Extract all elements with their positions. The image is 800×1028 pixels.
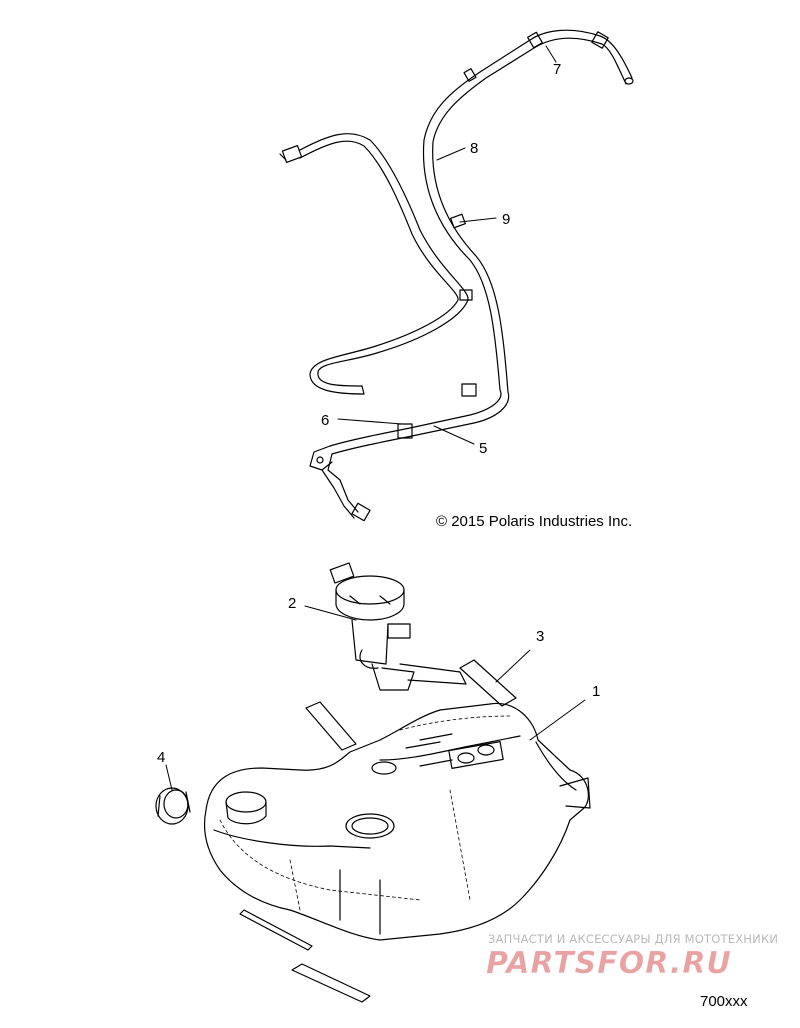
hose-fitting [309, 445, 371, 522]
callout-1: 1 [592, 683, 600, 700]
callout-labels: 7 8 9 6 5 2 3 1 4 [157, 61, 600, 766]
watermark-tagline: ЗАПЧАСТИ И АКСЕССУАРЫ ДЛЯ МОТОТЕХНИКИ [488, 932, 779, 946]
leader-lines [165, 45, 586, 791]
callout-3: 3 [536, 628, 544, 645]
watermark-logo: PARTSFOR.RU [486, 946, 732, 982]
callout-5: 5 [479, 440, 487, 457]
callout-7: 7 [553, 61, 561, 78]
fuel-pump-assembly [329, 562, 467, 691]
callout-4: 4 [157, 749, 165, 766]
copyright-text: © 2015 Polaris Industries Inc. [436, 513, 633, 530]
callout-9: 9 [502, 211, 510, 228]
fuel-tank [203, 702, 591, 941]
hose-clips [397, 31, 609, 439]
fuel-hose [279, 133, 469, 395]
diagram-code: 700xxx [700, 993, 748, 1010]
tank-hidden-lines [219, 715, 511, 911]
vent-hose [329, 29, 634, 455]
tank-pads [239, 659, 517, 1003]
callout-6: 6 [321, 412, 329, 429]
fuel-cap [155, 787, 191, 825]
callout-2: 2 [288, 595, 296, 612]
callout-8: 8 [470, 140, 478, 157]
